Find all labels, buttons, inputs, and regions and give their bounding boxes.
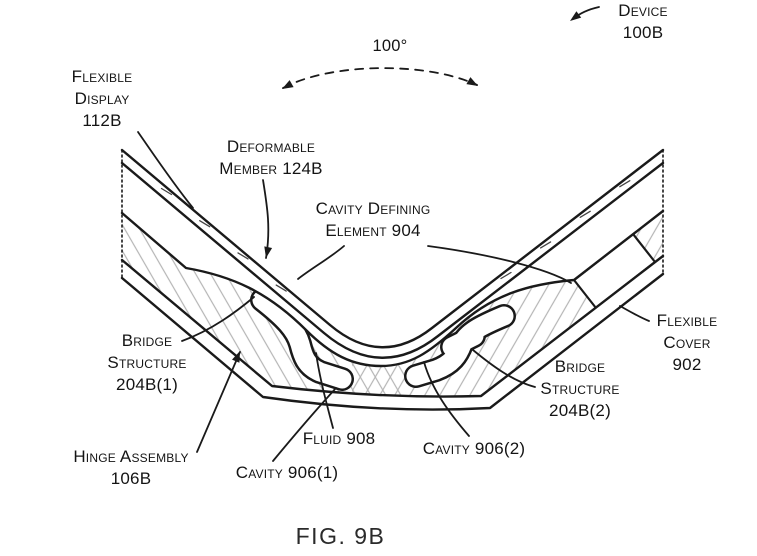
label-bridge-1-line1: Bridge	[121, 331, 173, 350]
label-device-line1: Device	[618, 1, 668, 20]
deformable-member-arrowhead	[264, 246, 273, 258]
label-deformable-member-line2: Member 124B	[219, 158, 323, 178]
figure-caption: FIG. 9B	[278, 522, 403, 551]
label-bridge-2-line3: 204B(2)	[549, 400, 611, 420]
label-bridge-1-line2: Structure	[107, 352, 187, 372]
label-flexible-display-line2: Display	[74, 88, 130, 108]
flexible-cover-leader	[619, 305, 650, 322]
label-flexible-cover: Flexible Cover 902	[628, 310, 746, 375]
label-device-line2: 100B	[622, 22, 664, 42]
label-cavity-1: Cavity 906(1)	[212, 462, 362, 484]
label-cavity-defining-element: Cavity Defining Element 904	[282, 198, 464, 242]
hinge-assembly-arrowhead	[232, 351, 240, 363]
cavity-906-1-void	[252, 290, 352, 389]
hinge-assembly-leader	[196, 351, 241, 453]
cavity-2-leader	[423, 361, 470, 437]
bridge-structure-top-edge	[120, 209, 665, 368]
display-layer-ticks	[160, 180, 631, 292]
label-flexible-display: Flexible Display 112B	[38, 66, 166, 131]
angle-arc	[282, 67, 478, 89]
bridge-structure-2-leader	[472, 349, 536, 388]
label-flexible-cover-line2: Cover	[663, 332, 711, 352]
label-hinge-assembly-line1: Hinge Assembly	[73, 447, 189, 466]
label-flexible-cover-line3: 902	[672, 354, 702, 374]
label-fluid: Fluid 908	[278, 428, 400, 450]
label-flexible-display-line1: Flexible	[71, 67, 133, 86]
label-deformable-member: Deformable Member 124B	[176, 136, 366, 180]
figure-caption-text: FIG. 9B	[295, 523, 386, 549]
label-cavity-defining-line2: Element 904	[325, 220, 421, 240]
angle-value: 100°	[372, 37, 408, 55]
label-cavity-2: Cavity 906(2)	[398, 438, 550, 460]
flexible-cover-top-edge	[120, 254, 665, 398]
label-flexible-display-line3: 112B	[82, 110, 122, 130]
flexible-display-bottom-edge	[120, 161, 665, 359]
label-bridge-1-line3: 204B(1)	[116, 374, 178, 394]
cavity-1-leader	[272, 387, 337, 462]
cavity-defining-right-leader	[427, 245, 572, 284]
label-cavity-defining-line1: Cavity Defining	[315, 199, 431, 218]
label-device: Device 100B	[597, 0, 689, 44]
label-hinge-assembly-line2: 106B	[110, 468, 152, 488]
label-bridge-2-line2: Structure	[540, 378, 620, 398]
cavity-pocket-void	[442, 326, 484, 357]
label-cavity-1-line1: Cavity 906(1)	[235, 463, 339, 482]
label-bridge-structure-1: Bridge Structure 204B(1)	[72, 330, 222, 395]
cavity-defining-left-leader	[297, 245, 345, 280]
flexible-cover-bottom-edge	[120, 272, 665, 411]
bridge-structure-1-leader	[181, 296, 255, 342]
flexible-display-leader	[137, 131, 194, 209]
fluid-leader	[315, 352, 334, 429]
device-arrowhead	[570, 11, 582, 21]
angle-arc-right-arrowhead	[466, 77, 478, 86]
label-hinge-assembly: Hinge Assembly 106B	[36, 446, 226, 490]
flexible-display-top-edge	[120, 148, 665, 349]
angle-arc-left-arrowhead	[282, 80, 294, 89]
label-angle: 100°	[362, 36, 418, 57]
label-flexible-cover-line1: Flexible	[656, 311, 718, 330]
label-deformable-member-line1: Deformable	[226, 137, 316, 156]
deformable-member-leader	[262, 179, 270, 259]
cavity-voids	[252, 290, 514, 389]
label-fluid-line1: Fluid 908	[302, 429, 376, 448]
label-cavity-2-line1: Cavity 906(2)	[422, 439, 526, 458]
